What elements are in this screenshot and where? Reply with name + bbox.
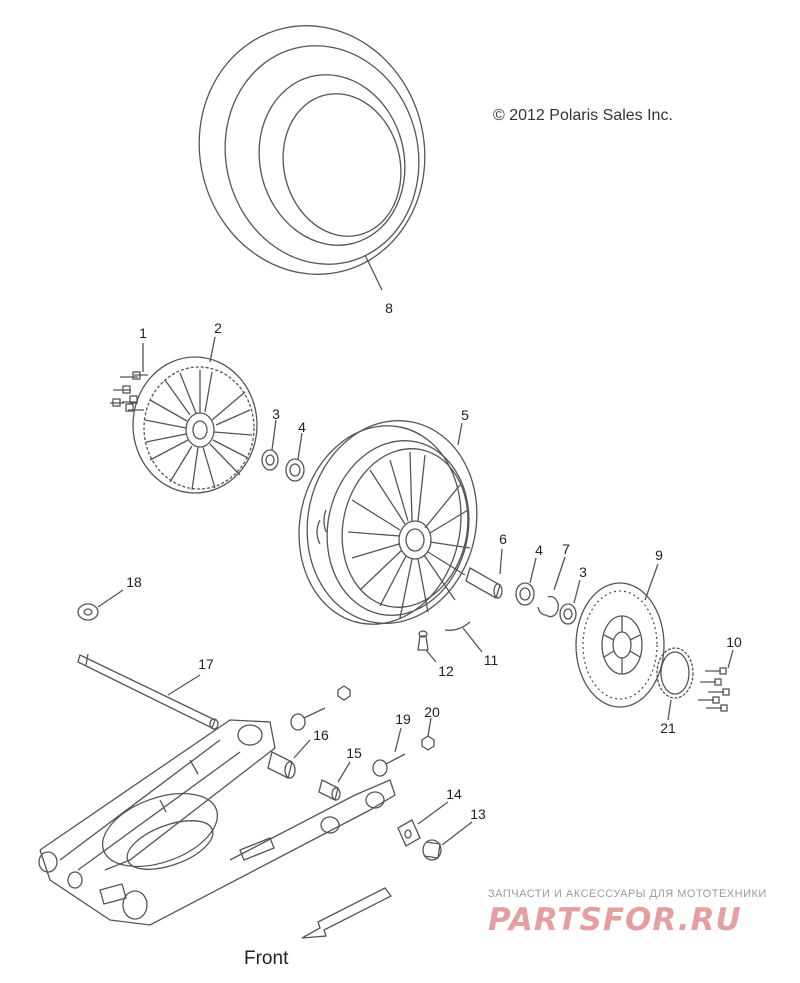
front-direction-arrow xyxy=(301,887,392,939)
callout-7: 7 xyxy=(562,541,570,557)
callout-10: 10 xyxy=(726,634,742,650)
callout-4-right: 4 xyxy=(535,542,543,558)
rear-wheel-part-5 xyxy=(298,420,478,625)
callout-5: 5 xyxy=(461,407,469,423)
callout-14: 14 xyxy=(446,786,462,802)
callout-20: 20 xyxy=(424,704,440,720)
bolts-part-1 xyxy=(110,371,148,412)
callout-4: 4 xyxy=(298,419,306,435)
washer-part-18 xyxy=(77,603,99,621)
callout-6: 6 xyxy=(499,531,507,547)
swingarm xyxy=(38,719,396,926)
callout-12: 12 xyxy=(438,663,454,679)
tire-part-8 xyxy=(198,25,426,275)
axle-part-17 xyxy=(77,653,219,730)
callout-16: 16 xyxy=(313,727,329,743)
callout-1: 1 xyxy=(139,325,147,341)
callout-21: 21 xyxy=(660,720,676,736)
bearing-part-4-right xyxy=(515,582,535,606)
brake-disc-part-9 xyxy=(575,582,665,708)
copyright-notice: © 2012 Polaris Sales Inc. xyxy=(493,107,673,124)
watermark-tagline: ЗАПЧАСТИ И АКСЕССУАРЫ ДЛЯ МОТОТЕХНИКИ xyxy=(488,888,767,900)
callout-3-right: 3 xyxy=(579,564,587,580)
plate-part-14 xyxy=(397,819,421,847)
adjuster-part-19 xyxy=(290,707,406,777)
tone-ring-part-21 xyxy=(656,647,694,699)
nut-part-20-b xyxy=(421,735,435,751)
spacer-part-16 xyxy=(267,751,296,779)
cap-part-13 xyxy=(422,839,442,861)
callout-17: 17 xyxy=(198,656,214,672)
callout-13: 13 xyxy=(470,806,486,822)
bearing-part-4-left xyxy=(285,458,305,482)
circlip-part-7 xyxy=(537,595,559,618)
callout-15: 15 xyxy=(346,745,362,761)
watermark-logo: PARTSFOR.RU xyxy=(488,902,742,938)
front-label: Front xyxy=(244,948,289,969)
spacer-part-15 xyxy=(318,779,341,801)
rotor-bolts-part-10 xyxy=(698,667,730,712)
valve-stem-part-12 xyxy=(417,630,429,651)
clip-part-11 xyxy=(444,621,471,631)
spacer-part-6 xyxy=(465,567,503,599)
seal-part-3-right xyxy=(559,603,577,625)
seal-part-3-left xyxy=(261,449,279,471)
nut-part-20 xyxy=(337,685,351,701)
callout-11: 11 xyxy=(483,652,499,668)
callout-19: 19 xyxy=(395,711,411,727)
callout-2: 2 xyxy=(214,320,222,336)
callout-8: 8 xyxy=(385,300,393,316)
callout-3: 3 xyxy=(272,406,280,422)
callout-9: 9 xyxy=(655,547,663,563)
callout-18: 18 xyxy=(126,574,142,590)
sprocket-part-2 xyxy=(132,356,258,494)
